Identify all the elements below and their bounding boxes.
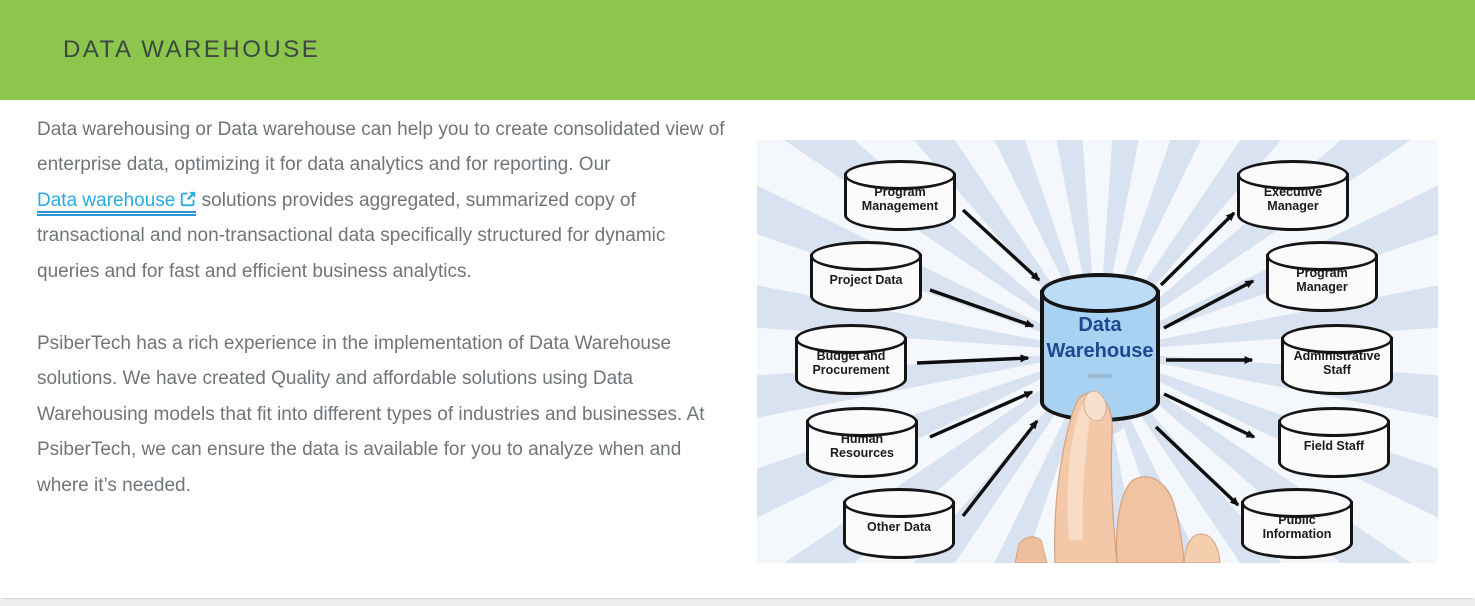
consumer-cylinder-executive-manager: Executive Manager bbox=[1237, 160, 1349, 231]
paragraph-1-after-link: solutions provides aggregated, summarize… bbox=[37, 189, 666, 282]
source-cylinder-program-management: Program Management bbox=[844, 160, 956, 231]
page-header: DATA WAREHOUSE bbox=[0, 0, 1475, 100]
source-cylinder-human-resources: Human Resources bbox=[806, 407, 918, 478]
pointing-hand bbox=[1014, 390, 1221, 563]
intro-text: Data warehousing or Data warehouse can h… bbox=[37, 112, 725, 503]
page-title: DATA WAREHOUSE bbox=[63, 36, 321, 63]
cylinder-label: Other Data bbox=[867, 519, 931, 534]
source-cylinder-project-data: Project Data bbox=[810, 241, 922, 312]
cylinder-top bbox=[1278, 407, 1390, 437]
cylinder-label: Project Data bbox=[829, 272, 903, 287]
cylinder-top bbox=[1237, 160, 1349, 190]
cylinder-top bbox=[795, 324, 907, 354]
cylinder-top bbox=[844, 160, 956, 190]
consumer-cylinder-field-staff: Field Staff bbox=[1278, 407, 1390, 478]
cylinder-top bbox=[1266, 241, 1378, 271]
data-warehouse-diagram: Program Management Project Data Budget a… bbox=[757, 140, 1438, 563]
cylinder-top bbox=[810, 241, 922, 271]
consumer-cylinder-administrative-staff: Administrative Staff bbox=[1281, 324, 1393, 395]
consumer-cylinder-public-information: Public Information bbox=[1241, 488, 1353, 559]
cylinder-top bbox=[1241, 488, 1353, 518]
cylinder-fine-print bbox=[1087, 374, 1113, 378]
source-cylinder-budget-procurement: Budget and Procurement bbox=[795, 324, 907, 395]
consumer-cylinder-program-manager: Program Manager bbox=[1266, 241, 1378, 312]
diagram-arrows bbox=[916, 208, 1256, 518]
paragraph-1: Data warehousing or Data warehouse can h… bbox=[37, 112, 725, 289]
source-cylinder-other-data: Other Data bbox=[843, 488, 955, 559]
cylinder-label: Data Warehouse bbox=[1046, 314, 1154, 362]
paragraph-1-before-link: Data warehousing or Data warehouse can h… bbox=[37, 119, 725, 176]
data-warehouse-link[interactable]: Data warehouse bbox=[37, 189, 197, 216]
data-warehouse-link-label: Data warehouse bbox=[37, 189, 176, 211]
external-link-icon bbox=[180, 191, 196, 207]
bottom-divider bbox=[0, 598, 1475, 606]
cylinder-top bbox=[1281, 324, 1393, 354]
cylinder-top bbox=[843, 488, 955, 518]
cylinder-top bbox=[1040, 273, 1160, 313]
cylinder-top bbox=[806, 407, 918, 437]
cylinder-label: Field Staff bbox=[1303, 438, 1365, 453]
paragraph-2: PsiberTech has a rich experience in the … bbox=[37, 333, 705, 496]
